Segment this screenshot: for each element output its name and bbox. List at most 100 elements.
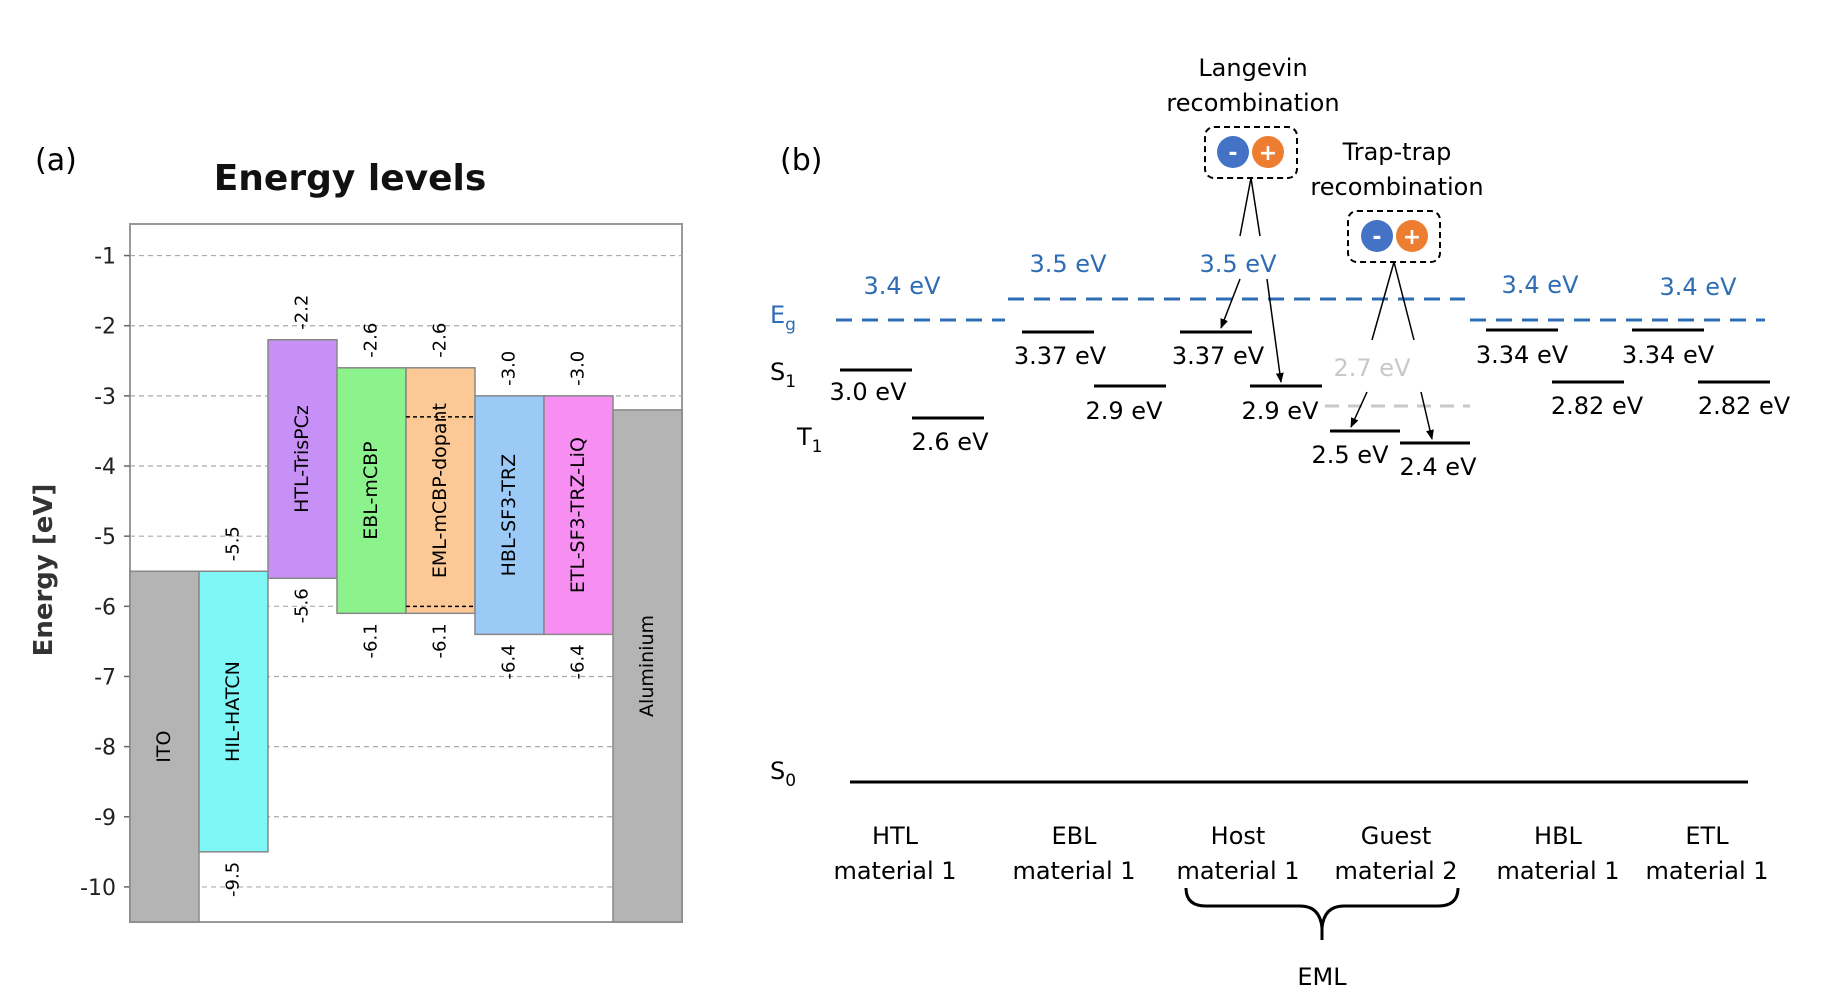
bottom-value-label: -6.1 bbox=[361, 623, 382, 658]
material-hbl-line2: material 1 bbox=[1496, 857, 1619, 885]
material-ebl-line2: material 1 bbox=[1012, 857, 1135, 885]
top-value-label: -3.0 bbox=[499, 351, 520, 386]
t1-value-htl: 2.6 eV bbox=[912, 428, 990, 456]
t1-levels bbox=[912, 380, 1770, 445]
traptrap-arrow-guest1 bbox=[1350, 391, 1368, 428]
langevin-plus-sign: + bbox=[1259, 141, 1277, 166]
guest-value-2: 2.4 eV bbox=[1400, 453, 1478, 481]
trap-eg-value: 2.7 eV bbox=[1334, 354, 1412, 382]
eml-label: EML bbox=[1297, 963, 1347, 991]
traptrap-connector-right bbox=[1393, 261, 1415, 341]
material-etl-line1: ETL bbox=[1685, 822, 1729, 850]
bottom-value-label: -6.4 bbox=[568, 644, 589, 679]
y-tick-label: -4 bbox=[94, 455, 116, 480]
traptrap-arrow-guest2 bbox=[1420, 391, 1434, 440]
material-host-line2: material 1 bbox=[1176, 857, 1299, 885]
material-labels: HTL material 1 EBL material 1 Host mater… bbox=[833, 822, 1768, 885]
s1-value-hbl: 3.34 eV bbox=[1476, 341, 1569, 369]
langevin-minus-sign: - bbox=[1228, 141, 1237, 166]
y-axis-label: Energy [eV] bbox=[29, 484, 59, 657]
traptrap-title-2: recombination bbox=[1310, 173, 1483, 201]
t1-value-host: 2.9 eV bbox=[1242, 397, 1320, 425]
bottom-value-label: -6.4 bbox=[499, 644, 520, 679]
material-htl-line2: material 1 bbox=[833, 857, 956, 885]
s1-value-host: 3.37 eV bbox=[1172, 342, 1265, 370]
chart-title: Energy levels bbox=[214, 158, 487, 199]
layer-bar bbox=[198, 570, 269, 853]
material-ebl-line1: EBL bbox=[1052, 822, 1098, 850]
layer-label: HTL-TrisPCz bbox=[291, 405, 313, 513]
energy-level-chart: -1 -2 -3 -4 -5 -6 -7 -8 -9 -10 ITO HIL-HATCN -5.5 -9.… bbox=[80, 223, 683, 923]
material-guest-line1: Guest bbox=[1361, 822, 1432, 850]
t1-state-label: T1 bbox=[796, 423, 823, 457]
s1-value-htl: 3.0 eV bbox=[830, 378, 908, 406]
traptrap-title-1: Trap-trap bbox=[1342, 138, 1452, 166]
y-tick-label: -5 bbox=[94, 525, 116, 550]
material-guest-line2: material 2 bbox=[1334, 857, 1457, 885]
material-host-line1: Host bbox=[1211, 822, 1266, 850]
layer-bar bbox=[612, 409, 683, 923]
s1-state-label: S1 bbox=[770, 358, 796, 392]
y-tick-label: -6 bbox=[94, 595, 116, 620]
layer-label: HBL-SF3-TRZ bbox=[498, 454, 520, 576]
s1-value-ebl: 3.37 eV bbox=[1014, 342, 1107, 370]
layer-bar bbox=[543, 395, 614, 636]
layer-label: Aluminium bbox=[636, 615, 658, 717]
bottom-value-label: -6.1 bbox=[430, 623, 451, 658]
eg-value-host: 3.5 eV bbox=[1200, 250, 1278, 278]
layer-bar bbox=[405, 367, 476, 615]
s1-levels bbox=[840, 328, 1704, 372]
layer-bar bbox=[336, 367, 407, 615]
langevin-connector-left bbox=[1239, 177, 1252, 237]
material-hbl-line1: HBL bbox=[1534, 822, 1583, 850]
eg-value-etl: 3.4 eV bbox=[1660, 273, 1738, 301]
traptrap-plus-icon bbox=[1396, 220, 1428, 252]
t1-value-etl: 2.82 eV bbox=[1698, 392, 1791, 420]
traptrap-plus-sign: + bbox=[1403, 225, 1421, 250]
s0-state-label: S0 bbox=[770, 757, 796, 791]
traptrap-minus-icon bbox=[1361, 220, 1393, 252]
langevin-plus-icon bbox=[1252, 136, 1284, 168]
y-tick-label: -3 bbox=[94, 385, 116, 410]
langevin-arrow-t1 bbox=[1266, 278, 1284, 383]
traptrap-minus-sign: - bbox=[1372, 225, 1381, 250]
guest-value-1: 2.5 eV bbox=[1312, 441, 1390, 469]
material-etl-line2: material 1 bbox=[1645, 857, 1768, 885]
langevin-title-2: recombination bbox=[1166, 89, 1339, 117]
bottom-value-label: -9.5 bbox=[223, 862, 244, 897]
layer-label: HIL-HATCN bbox=[222, 661, 244, 762]
eg-value-ebl: 3.5 eV bbox=[1030, 250, 1108, 278]
langevin-connector-right bbox=[1250, 177, 1261, 237]
eg-state-label: Eg bbox=[770, 301, 796, 335]
bottom-value-label: -5.6 bbox=[292, 588, 313, 623]
langevin-minus-icon bbox=[1217, 136, 1249, 168]
langevin-title-1: Langevin bbox=[1198, 54, 1307, 82]
material-htl-line1: HTL bbox=[872, 822, 919, 850]
top-value-label: -2.6 bbox=[430, 323, 451, 358]
top-value-label: -2.2 bbox=[292, 295, 313, 330]
panel-a: (a) Energy levels Energy [eV] -1 -2 -3 -4 -5… bbox=[29, 143, 683, 923]
eg-value-hbl: 3.4 eV bbox=[1502, 271, 1580, 299]
y-tick-label: -8 bbox=[94, 736, 116, 761]
top-value-label: -3.0 bbox=[568, 351, 589, 386]
eg-value-htl: 3.4 eV bbox=[864, 272, 942, 300]
top-value-label: -5.5 bbox=[223, 526, 244, 561]
t1-value-ebl: 2.9 eV bbox=[1086, 397, 1164, 425]
langevin-arrow-s1 bbox=[1220, 278, 1241, 329]
s1-value-etl: 3.34 eV bbox=[1622, 341, 1715, 369]
traptrap-connector-left bbox=[1371, 261, 1395, 341]
layer-bar bbox=[267, 338, 338, 580]
layer-label: EBL-mCBP bbox=[360, 441, 382, 539]
y-tick-label: -1 bbox=[94, 245, 116, 270]
y-tick-label: -7 bbox=[94, 665, 116, 690]
layer-label: ITO bbox=[153, 731, 175, 763]
panel-a-label: (a) bbox=[35, 143, 77, 178]
top-value-label: -2.6 bbox=[361, 323, 382, 358]
y-tick-label: -2 bbox=[94, 315, 116, 340]
eg-dashed-lines bbox=[836, 297, 1765, 322]
layer-label: ETL-SF3-TRZ-LiQ bbox=[567, 437, 589, 593]
y-tick-label: -9 bbox=[94, 806, 116, 831]
layer-label: EML-mCBP-dopant bbox=[429, 403, 451, 578]
y-tick-label: -10 bbox=[80, 876, 116, 901]
